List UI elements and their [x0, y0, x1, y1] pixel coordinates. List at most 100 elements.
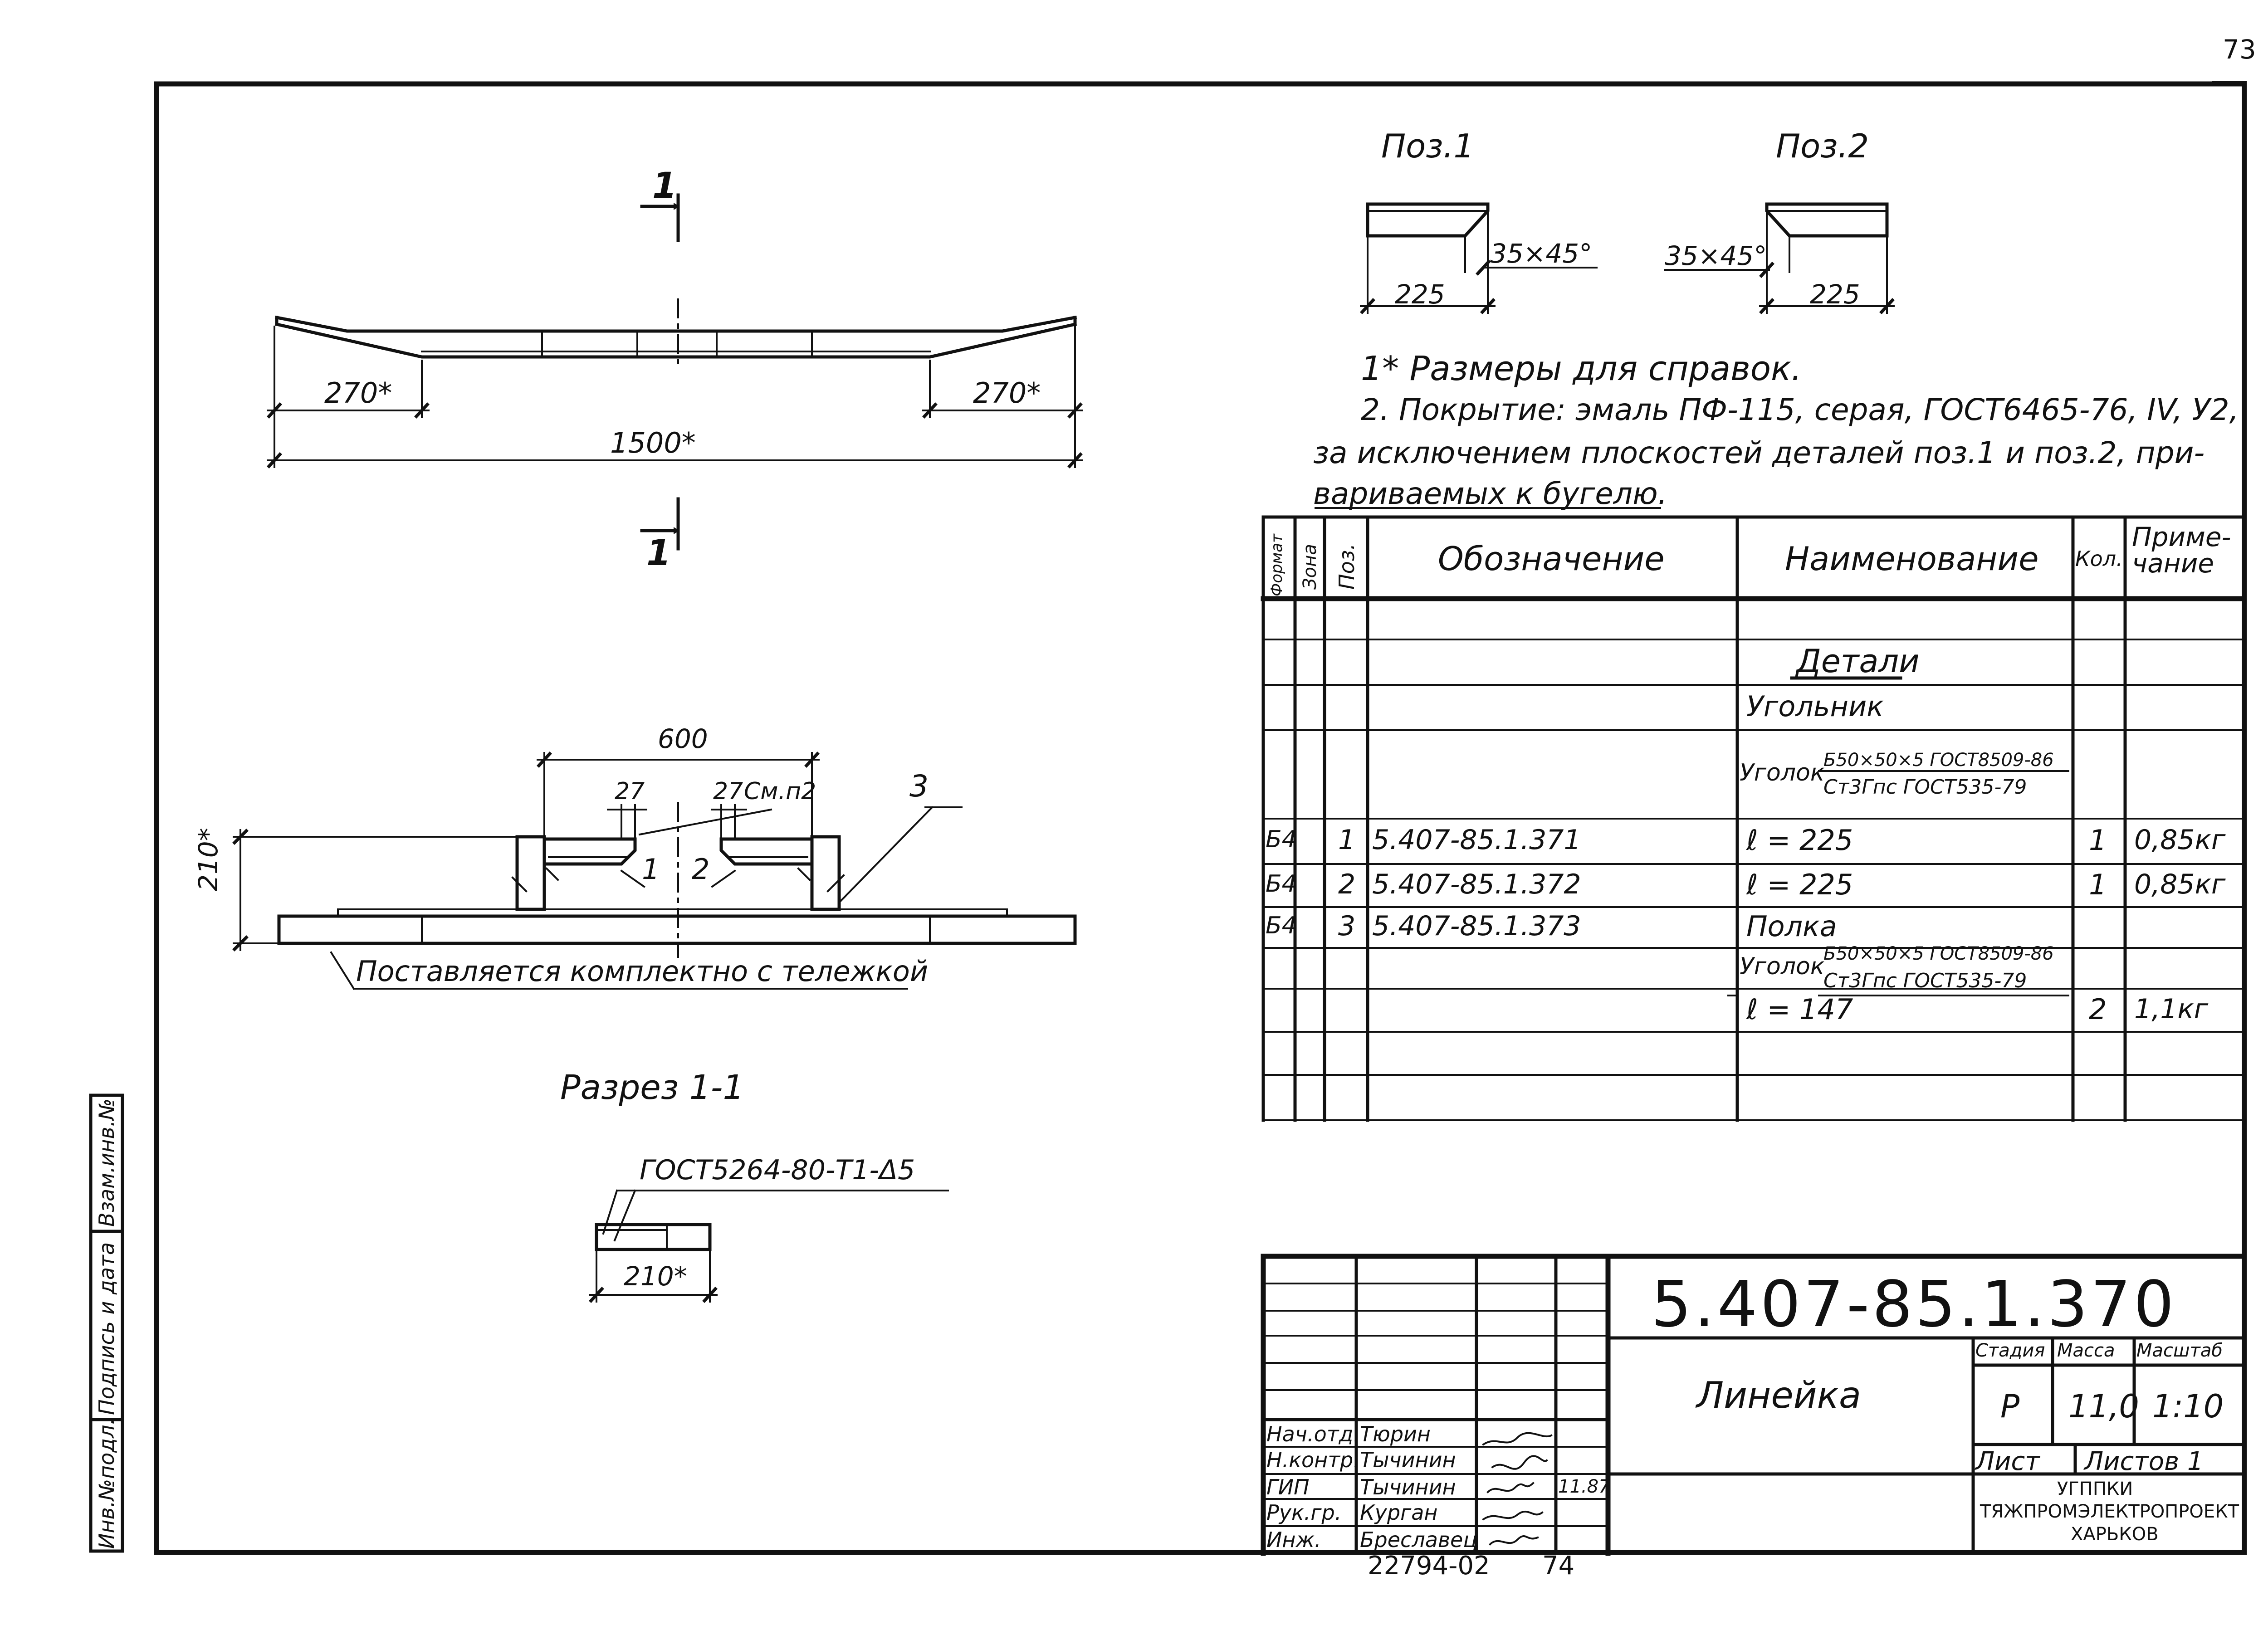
spec-cell-qty: 1	[2089, 824, 2107, 857]
pos1-label: Поз.1	[1381, 127, 1475, 165]
header-zone: Зона	[1300, 544, 1320, 590]
org-line-1: УГППКИ	[2057, 1479, 2133, 1499]
pos2-length: 225	[1810, 279, 1860, 310]
header-qty: Кол.	[2075, 547, 2123, 571]
spec-cell-name: Полка	[1746, 910, 1837, 943]
stage-value: Р	[2000, 1388, 2020, 1425]
dim-270-right: 270*	[973, 376, 1041, 410]
dim-270-left: 270*	[324, 376, 392, 410]
drawing-title: Линейка	[1696, 1374, 1862, 1416]
org-line-3: ХАРЬКОВ	[2071, 1524, 2159, 1545]
spec-cell-pos: 1	[1338, 824, 1356, 856]
side-stamp-signature-date: Подпись и дата	[94, 1242, 119, 1415]
section-marker-top-label: 1	[652, 166, 677, 206]
spec-cell-name: ℓ = 147	[1746, 992, 1853, 1026]
spec-cell-pos: 3	[1338, 910, 1356, 942]
mass-value: 11,0	[2068, 1388, 2139, 1425]
spec-cell-designation: 5.407-85.1.372	[1372, 868, 1581, 900]
dim-600: 600	[658, 723, 708, 754]
signature-role: Н.контр.	[1266, 1448, 1360, 1472]
title-block-grid	[1261, 1254, 2246, 1556]
header-note: Приме-чание	[2132, 522, 2231, 579]
spec-cell-format: Б4	[1266, 826, 1297, 853]
spec-cell-name: Детали	[1796, 643, 1920, 680]
signature-role: Нач.отд.	[1266, 1422, 1360, 1446]
spec-cell-pos: 2	[1338, 868, 1356, 900]
note-3: за исключением плоскостей деталей поз.1 …	[1313, 435, 2205, 470]
sheet-label: Лист	[1975, 1447, 2040, 1476]
see-note-2: См.п2	[744, 778, 816, 805]
spec-cell-name: Угольник	[1746, 690, 1884, 723]
spec-cell-name-top: Б50×50×5 ГОСТ8509-86	[1823, 749, 2054, 771]
height-210: 210*	[193, 828, 224, 891]
scale-value: 1:10	[2152, 1388, 2224, 1425]
page-number: 73	[2223, 34, 2256, 65]
signature-role: Рук.гр.	[1266, 1500, 1342, 1525]
mass-label: Масса	[2057, 1340, 2115, 1361]
plan-view	[267, 193, 1083, 551]
pos1-length: 225	[1395, 279, 1445, 310]
spec-cell-name-bottom: Ст3Гпс ГОСТ535-79	[1823, 775, 2027, 799]
weld-spec: ГОСТ5264-80-Т1-Δ5	[640, 1154, 915, 1186]
header-format: Формат	[1268, 534, 1286, 596]
header-designation: Обозначение	[1438, 540, 1665, 578]
weld-dim: 210*	[624, 1261, 687, 1292]
spec-cell-designation: 5.407-85.1.371	[1372, 824, 1581, 856]
side-stamp-replace-inv: Взам.инв.№	[94, 1098, 119, 1227]
spec-cell-note: 0,85кг	[2134, 824, 2226, 856]
spec-cell-designation: 5.407-85.1.373	[1372, 910, 1581, 942]
header-name: Наименование	[1785, 540, 2039, 578]
archive-number: 22794-02	[1368, 1551, 1490, 1581]
section-pos-3: 3	[909, 769, 929, 804]
spec-cell-name: Уголок	[1740, 759, 1825, 786]
supplied-note: Поставляется комплектно с тележкой	[356, 955, 929, 988]
spec-cell-name: ℓ = 225	[1746, 868, 1853, 901]
signature-role: Инж.	[1266, 1528, 1321, 1552]
signature-name: Тюрин	[1360, 1422, 1431, 1446]
pos2-label: Поз.2	[1776, 127, 1869, 165]
spec-cell-name-bottom: Ст3Гпс ГОСТ535-79	[1823, 969, 2027, 992]
spec-cell-note: 1,1кг	[2134, 993, 2209, 1025]
note-4: вариваемых к бугелю.	[1313, 476, 1667, 511]
side-stamp-frame	[89, 1093, 124, 1553]
detail-pos2	[1664, 202, 1895, 314]
weld-detail	[589, 1189, 949, 1303]
pos2-chamfer: 35×45°	[1665, 240, 1767, 271]
org-line-2: ТЯЖПРОМЭЛЕКТРОПРОЕКТ	[1980, 1501, 2239, 1522]
signature-name: Курган	[1360, 1500, 1438, 1525]
section-title: Разрез 1-1	[560, 1068, 744, 1107]
spec-cell-name-top: Б50×50×5 ГОСТ8509-86	[1823, 943, 2054, 964]
spec-cell-format: Б4	[1266, 870, 1297, 898]
spec-cell-qty: 1	[2089, 868, 2107, 901]
section-view	[232, 752, 1077, 990]
spec-cell-note: 0,85кг	[2134, 868, 2226, 900]
detail-pos1	[1360, 202, 1598, 314]
sheet-frame	[154, 81, 2247, 1555]
sheets-label: Листов 1	[2084, 1447, 2204, 1476]
signature-date: 11.87	[1558, 1476, 1610, 1497]
dim-27-left: 27	[615, 778, 645, 805]
spec-table-grid	[1261, 515, 2246, 1122]
signature-name: Бреславец	[1360, 1528, 1477, 1552]
spec-cell-format: Б4	[1266, 912, 1297, 939]
signature-name: Тычинин	[1360, 1448, 1456, 1472]
signature-role: ГИП	[1266, 1475, 1310, 1499]
signature-name: Тычинин	[1360, 1475, 1456, 1499]
header-pos: Поз.	[1334, 543, 1359, 590]
dim-1500-total: 1500*	[610, 426, 696, 459]
side-stamp-inv-original: Инв.№подл.	[94, 1418, 119, 1549]
signature-marks	[1482, 1432, 1553, 1546]
stage-label: Стадия	[1975, 1340, 2045, 1361]
scale-label: Масштаб	[2136, 1340, 2223, 1361]
section-pos-1: 1	[642, 853, 660, 886]
footer-sheet-ref: 74	[1542, 1551, 1575, 1581]
spec-cell-name: Уголок	[1740, 953, 1825, 980]
note-1: 1* Размеры для справок.	[1361, 349, 1802, 388]
spec-cell-qty: 2	[2089, 992, 2107, 1026]
section-pos-2: 2	[692, 853, 710, 886]
doc-number: 5.407-85.1.370	[1651, 1268, 2177, 1342]
pos1-chamfer: 35×45°	[1490, 238, 1593, 269]
section-marker-bottom-label: 1	[646, 533, 671, 574]
